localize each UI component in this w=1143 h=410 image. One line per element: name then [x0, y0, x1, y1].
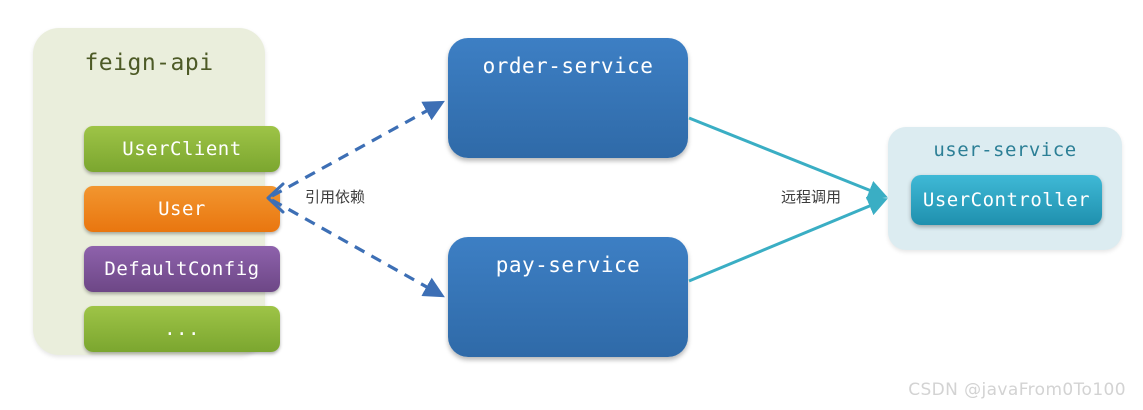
component-chip-usercontroller[interactable]: UserController: [911, 175, 1102, 225]
edge-remote-call-pay: [688, 196, 888, 283]
service-node-pay-service-label: pay-service: [495, 253, 641, 277]
feign-api-group-panel: feign-api UserClient User DefaultConfig …: [33, 28, 280, 355]
service-node-order-service-label: order-service: [482, 54, 654, 78]
edge-label-remote-call: 远程调用: [781, 188, 842, 206]
edge-dependency-order: [271, 100, 445, 198]
service-node-pay-service[interactable]: pay-service: [448, 237, 688, 357]
component-chip-ellipsis[interactable]: ...: [84, 306, 280, 352]
service-node-order-service[interactable]: order-service: [448, 38, 688, 158]
user-service-group-title: user-service: [933, 139, 1077, 161]
user-service-group-panel: user-service UserController: [888, 127, 1122, 250]
component-chip-defaultconfig[interactable]: DefaultConfig: [84, 246, 280, 292]
component-chip-userclient[interactable]: UserClient: [84, 126, 280, 172]
component-chip-user[interactable]: User: [84, 186, 280, 232]
feign-api-group-title: feign-api: [84, 50, 214, 76]
edge-label-dependency: 引用依赖: [305, 188, 366, 206]
edge-remote-call-order: [688, 116, 888, 200]
edge-dependency-pay: [271, 198, 445, 298]
watermark: CSDN @javaFrom0To100: [908, 380, 1126, 400]
